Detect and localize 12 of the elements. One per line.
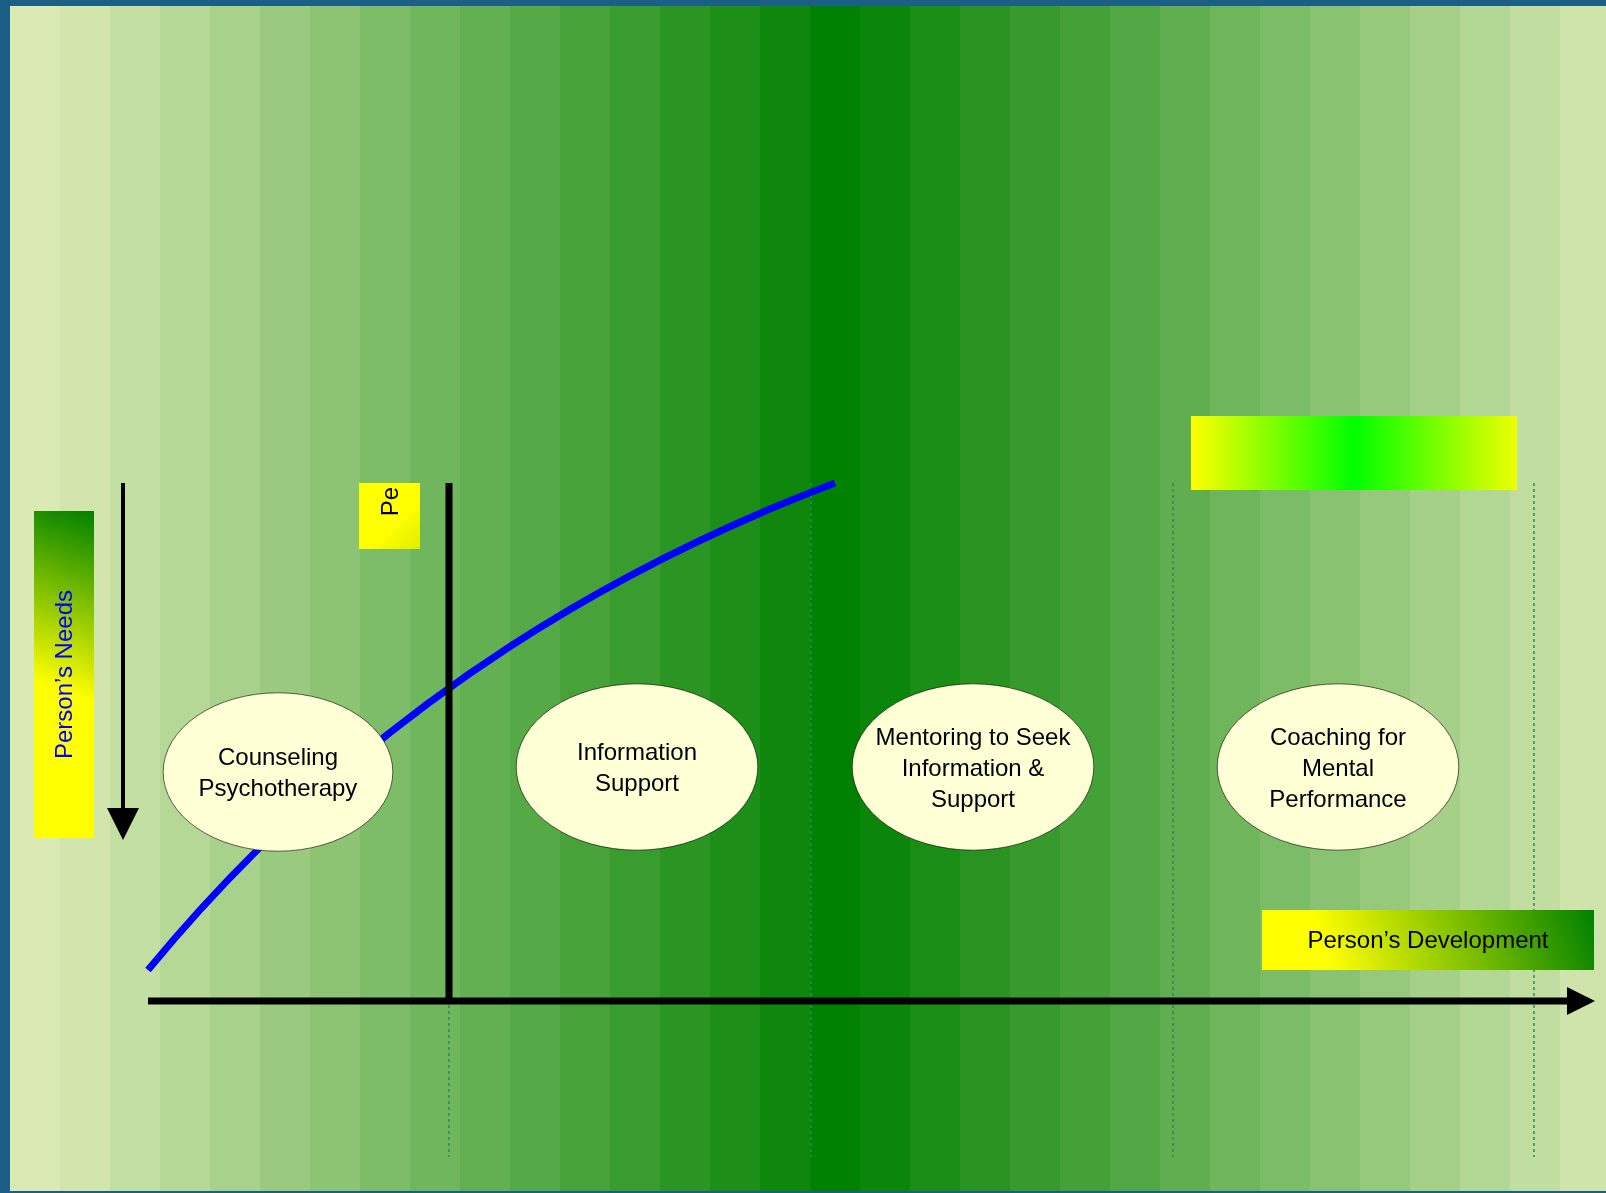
node-text: Mentoring to Seek Information & Support <box>874 721 1072 814</box>
axis-label: Person’s Needs <box>50 590 78 759</box>
axis-label: Pe <box>375 487 404 517</box>
axis-label: Person’s Development <box>1307 926 1549 954</box>
ellipse-node <box>162 692 394 852</box>
node-text: Counseling Psychotherapy <box>197 742 359 803</box>
ellipse-node <box>851 683 1095 851</box>
ellipse-node <box>515 683 759 851</box>
gradient-bar <box>1191 416 1517 490</box>
node-text: Coaching for Mental Performance <box>1268 721 1408 814</box>
ellipse-node <box>1216 683 1460 851</box>
node-text: Information Support <box>575 737 699 798</box>
